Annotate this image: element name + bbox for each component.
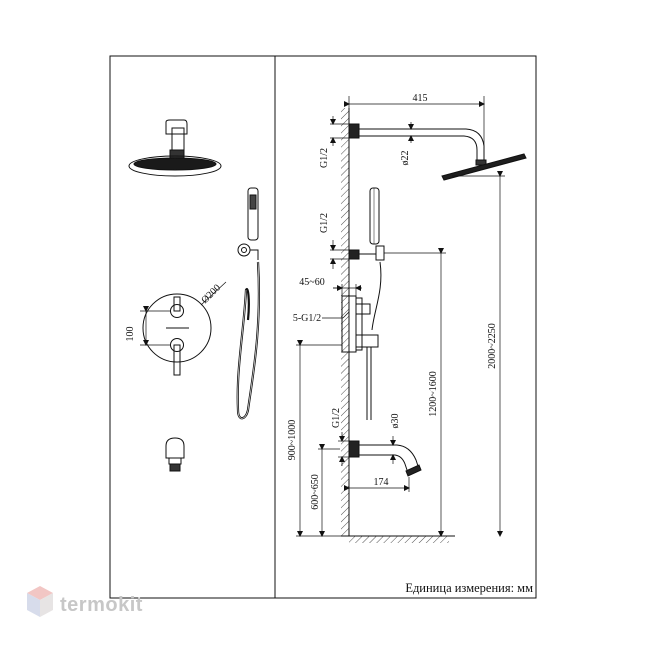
label-spout-diameter: ø30	[390, 414, 401, 429]
label-handle-spacing: 100	[125, 327, 136, 342]
label-plate-diameter: Ø200	[199, 282, 223, 306]
label-arm-length: 415	[413, 93, 428, 104]
front-view-shower-head	[128, 119, 222, 177]
brand-name: termokit	[60, 594, 143, 616]
side-view-spout	[348, 440, 422, 477]
label-spout-length: 174	[374, 477, 389, 488]
label-holder-height: 1200~1600	[428, 371, 439, 416]
label-mixer-height: 900~1000	[287, 420, 298, 460]
front-view-mixer-plate	[140, 281, 227, 376]
wall-section	[341, 108, 455, 543]
front-view-hand-shower	[236, 187, 261, 420]
label-arm-diameter: ø22	[400, 151, 411, 166]
drawing-frame	[109, 55, 537, 599]
label-wall-depth: 45~60	[299, 277, 324, 288]
front-view-spout	[165, 437, 185, 472]
side-view-hand-shower-and-rail	[348, 187, 385, 331]
side-view-mixer	[341, 295, 379, 420]
side-view-shower-arm	[348, 123, 527, 181]
label-thread-mid: G1/2	[319, 213, 330, 233]
label-thread-mixer: 5-G1/2	[293, 313, 321, 324]
label-thread-spout: G1/2	[331, 408, 342, 428]
label-spout-height: 600~650	[310, 474, 321, 509]
unit-note: Единица измерения: мм	[405, 581, 533, 595]
termokit-logo: termokit	[27, 586, 143, 617]
cube-icon	[27, 586, 53, 617]
label-head-height: 2000~2250	[487, 323, 498, 368]
label-thread-top: G1/2	[319, 148, 330, 168]
dimension-lines	[296, 96, 505, 537]
